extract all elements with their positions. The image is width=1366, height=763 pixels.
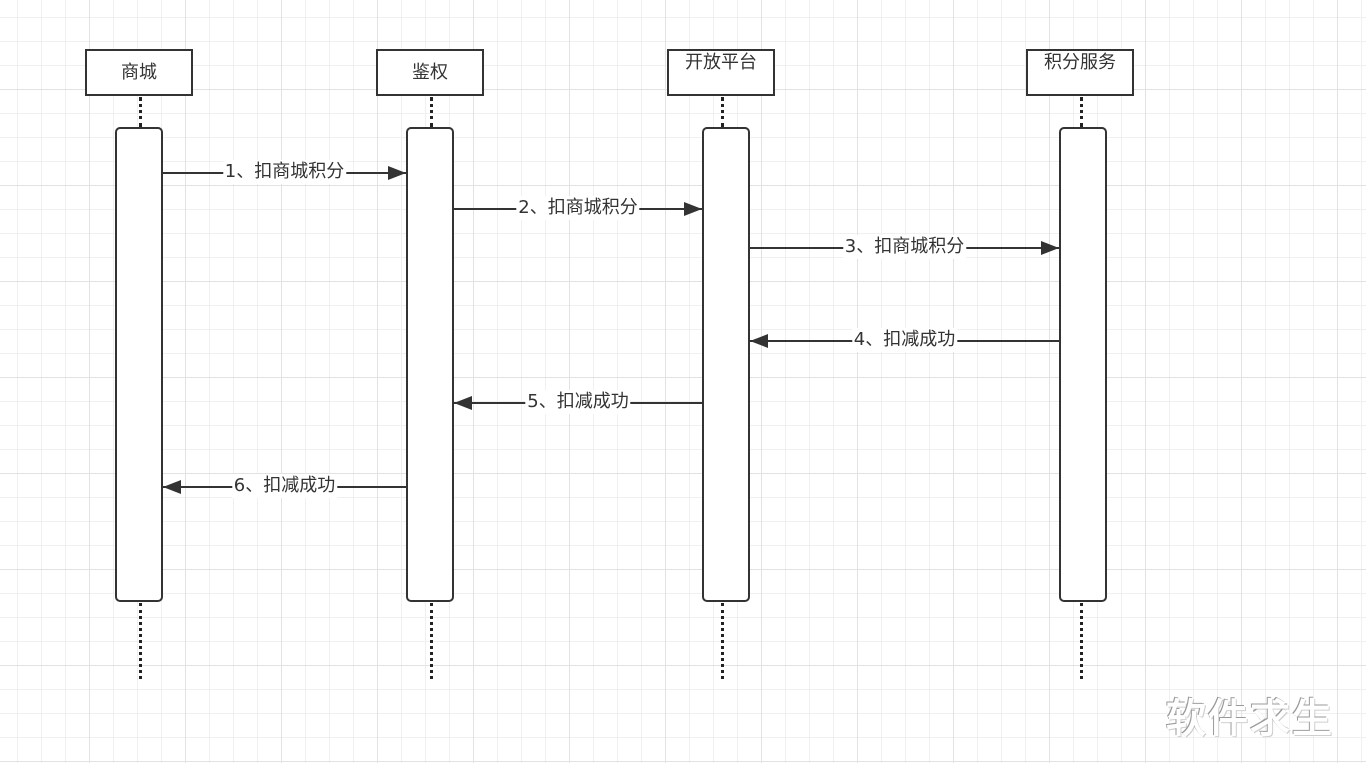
participant-label: 开放平台	[685, 52, 757, 73]
message-2[interactable]: 2、扣商城积分	[454, 196, 702, 220]
message-5[interactable]: 5、扣减成功	[454, 390, 702, 414]
participant-points-service[interactable]: 积分服务	[1026, 49, 1134, 96]
lifeline-auth-top	[430, 97, 433, 127]
participant-label: 鉴权	[412, 61, 448, 83]
arrow-right-icon	[684, 202, 702, 216]
message-label: 1、扣商城积分	[222, 160, 347, 184]
message-label: 2、扣商城积分	[516, 196, 640, 220]
participant-auth[interactable]: 鉴权	[376, 49, 484, 96]
message-label: 6、扣减成功	[231, 474, 338, 498]
arrow-left-icon	[750, 334, 768, 348]
lifeline-mall-bottom	[139, 603, 142, 679]
activation-points-service[interactable]	[1059, 127, 1107, 602]
participant-open-platform[interactable]: 开放平台	[667, 49, 775, 96]
arrow-left-icon	[454, 396, 472, 410]
message-1[interactable]: 1、扣商城积分	[163, 160, 406, 184]
message-3[interactable]: 3、扣商城积分	[750, 235, 1059, 259]
activation-open-platform[interactable]	[702, 127, 750, 602]
participant-label: 商城	[121, 61, 157, 83]
lifeline-auth-bottom	[430, 603, 433, 679]
lifeline-points-service-bottom	[1080, 603, 1083, 679]
activation-auth[interactable]	[406, 127, 454, 602]
watermark: 软件求生	[1166, 696, 1334, 742]
lifeline-open-platform-bottom	[721, 603, 724, 679]
message-4[interactable]: 4、扣减成功	[750, 328, 1059, 352]
arrow-left-icon	[163, 480, 181, 494]
message-label: 4、扣减成功	[851, 328, 958, 352]
message-label: 3、扣商城积分	[842, 235, 967, 259]
arrow-right-icon	[1041, 241, 1059, 255]
lifeline-open-platform-top	[721, 97, 724, 127]
lifeline-mall-top	[139, 97, 142, 127]
participant-mall[interactable]: 商城	[85, 49, 193, 96]
participant-label: 积分服务	[1044, 52, 1116, 73]
message-label: 5、扣减成功	[525, 390, 631, 414]
arrow-right-icon	[388, 166, 406, 180]
activation-mall[interactable]	[115, 127, 163, 602]
message-6[interactable]: 6、扣减成功	[163, 474, 406, 498]
lifeline-points-service-top	[1080, 97, 1083, 127]
